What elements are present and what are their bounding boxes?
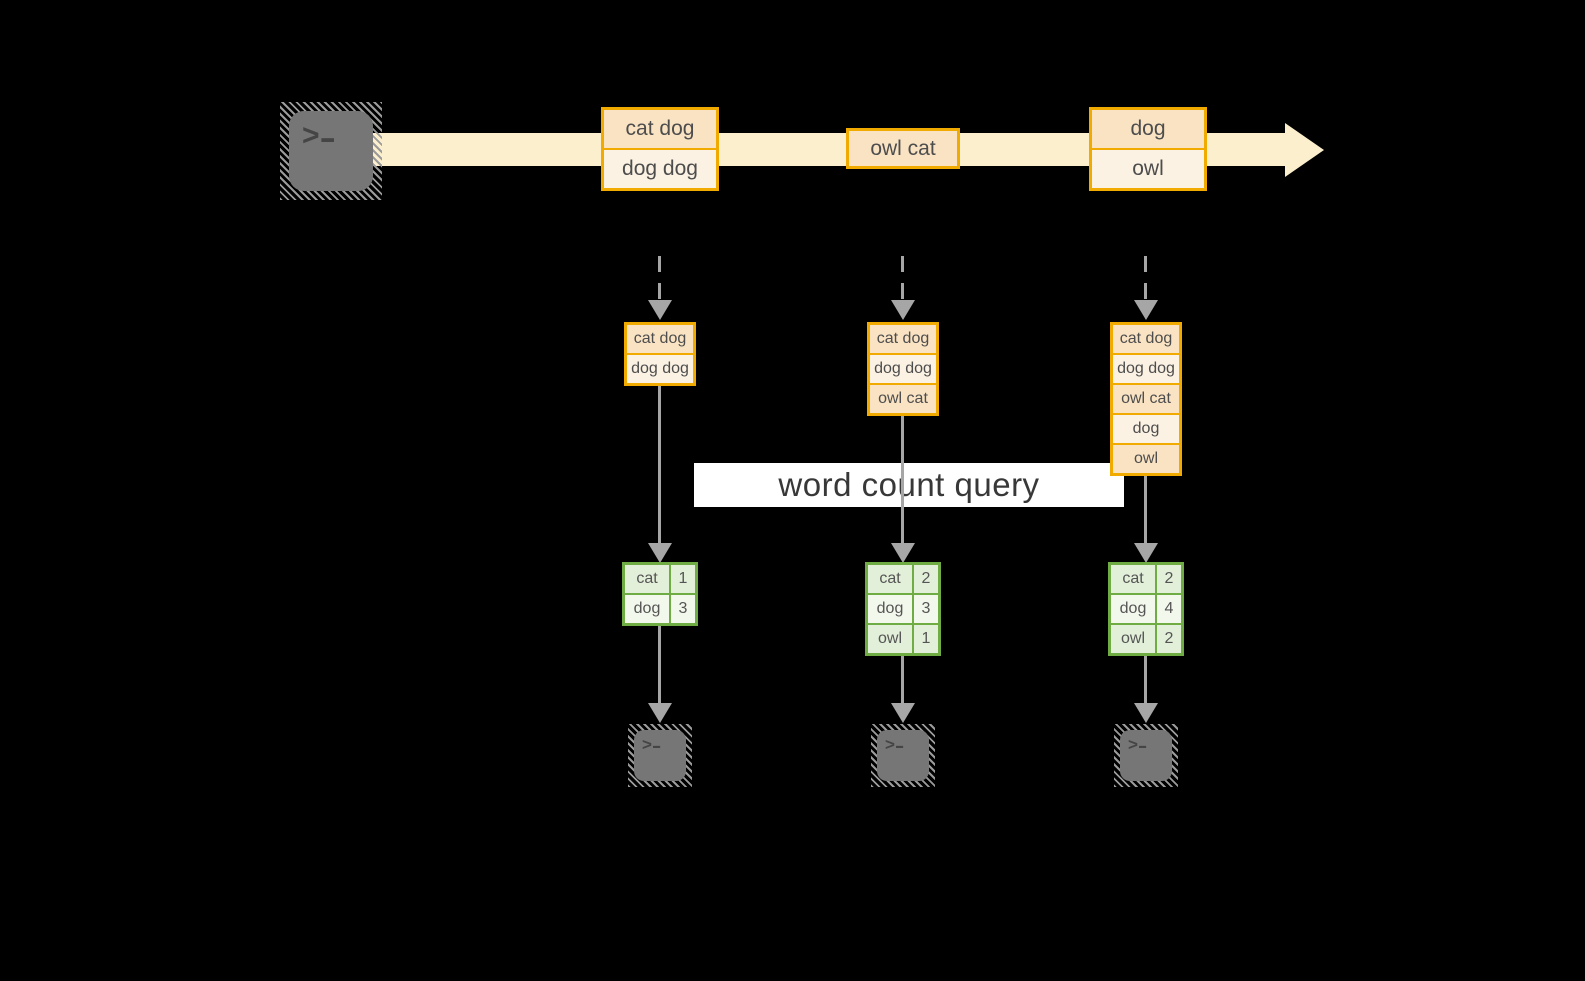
terminal-cursor-glyph: ▬	[653, 742, 661, 751]
terminal-screen: >▬	[289, 111, 373, 191]
query-banner-label: word count query	[778, 466, 1040, 503]
record-stack-3: cat dog dog dog owl cat dog owl	[1110, 322, 1182, 476]
record-cell: owl	[1113, 445, 1179, 473]
terminal-screen: >▬	[877, 730, 929, 781]
event-box-2: owl cat	[846, 128, 960, 169]
query-arrowhead-icon	[891, 543, 915, 563]
table-word-cell: dog	[625, 595, 669, 623]
source-terminal-icon: >▬	[280, 102, 382, 200]
wordcount-table-3: cat 2 dog 4 owl 2	[1108, 562, 1184, 656]
terminal-cursor-glyph: ▬	[1139, 742, 1147, 751]
table-count-cell: 2	[1157, 625, 1181, 653]
query-arrow-line	[658, 386, 661, 544]
record-cell: cat dog	[627, 325, 693, 353]
sink-terminal-icon: >▬	[871, 724, 935, 787]
record-cell: owl cat	[870, 385, 936, 413]
output-arrowhead-icon	[648, 703, 672, 723]
ingest-arrowhead-icon	[648, 300, 672, 320]
record-cell: dog dog	[1113, 355, 1179, 383]
output-arrow-line	[1144, 656, 1147, 704]
table-count-cell: 2	[1157, 565, 1181, 593]
ingest-arrowhead-icon	[891, 300, 915, 320]
event-record: owl	[1092, 150, 1204, 188]
output-arrowhead-icon	[891, 703, 915, 723]
event-record: owl cat	[849, 131, 957, 166]
sink-terminal-icon: >▬	[1114, 724, 1178, 787]
record-cell: dog dog	[870, 355, 936, 383]
table-count-cell: 1	[671, 565, 695, 593]
terminal-prompt-glyph: >	[885, 735, 895, 754]
record-cell: cat dog	[1113, 325, 1179, 353]
query-arrow-line	[1144, 476, 1147, 544]
table-word-cell: dog	[1111, 595, 1155, 623]
table-count-cell: 1	[914, 625, 938, 653]
terminal-screen: >▬	[634, 730, 686, 781]
sink-terminal-icon: >▬	[628, 724, 692, 787]
output-arrow-line	[658, 626, 661, 704]
query-banner: word count query	[694, 463, 1124, 507]
table-word-cell: dog	[868, 595, 912, 623]
record-cell: dog dog	[627, 355, 693, 383]
ingest-arrow-line	[658, 256, 661, 301]
ingest-arrowhead-icon	[1134, 300, 1158, 320]
table-word-cell: cat	[625, 565, 669, 593]
table-count-cell: 4	[1157, 595, 1181, 623]
query-arrow-line	[901, 416, 904, 544]
stream-timeline-arrowhead-icon	[1285, 123, 1324, 177]
table-count-cell: 2	[914, 565, 938, 593]
event-record: cat dog	[604, 110, 716, 148]
terminal-screen: >▬	[1120, 730, 1172, 781]
terminal-prompt-glyph: >	[302, 119, 320, 152]
ingest-arrow-line	[901, 256, 904, 301]
table-word-cell: owl	[1111, 625, 1155, 653]
event-record: dog	[1092, 110, 1204, 148]
query-arrowhead-icon	[648, 543, 672, 563]
event-box-3: dog owl	[1089, 107, 1207, 191]
table-count-cell: 3	[671, 595, 695, 623]
record-cell: owl cat	[1113, 385, 1179, 413]
table-count-cell: 3	[914, 595, 938, 623]
ingest-arrow-line	[1144, 256, 1147, 301]
table-word-cell: owl	[868, 625, 912, 653]
event-box-1: cat dog dog dog	[601, 107, 719, 191]
record-cell: dog	[1113, 415, 1179, 443]
output-arrowhead-icon	[1134, 703, 1158, 723]
output-arrow-line	[901, 656, 904, 704]
event-record: dog dog	[604, 150, 716, 188]
query-arrowhead-icon	[1134, 543, 1158, 563]
table-word-cell: cat	[1111, 565, 1155, 593]
terminal-cursor-glyph: ▬	[321, 130, 334, 145]
terminal-cursor-glyph: ▬	[896, 742, 904, 751]
terminal-prompt-glyph: >	[642, 735, 652, 754]
terminal-prompt-glyph: >	[1128, 735, 1138, 754]
record-stack-2: cat dog dog dog owl cat	[867, 322, 939, 416]
table-word-cell: cat	[868, 565, 912, 593]
record-stack-1: cat dog dog dog	[624, 322, 696, 386]
wordcount-table-2: cat 2 dog 3 owl 1	[865, 562, 941, 656]
record-cell: cat dog	[870, 325, 936, 353]
wordcount-table-1: cat 1 dog 3	[622, 562, 698, 626]
